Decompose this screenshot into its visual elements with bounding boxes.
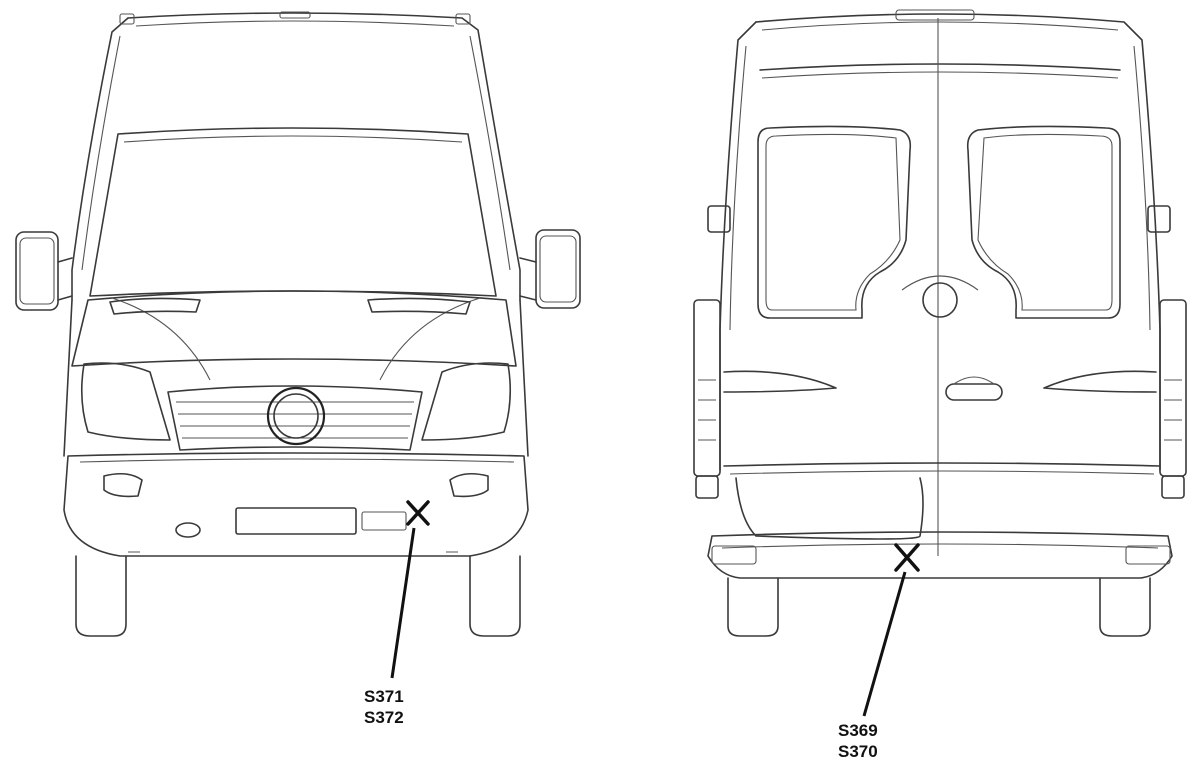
left-mirror [15, 231, 73, 311]
van-front-view [15, 11, 581, 637]
rear-callout-label: S369 S370 [838, 720, 878, 762]
right-rear-window [966, 125, 1121, 319]
right-mirror [519, 229, 581, 309]
rear-callout-code-1: S369 [838, 721, 878, 740]
callout-front-marker [406, 500, 430, 526]
front-callout-code-2: S372 [364, 708, 404, 727]
callout-front-leader [390, 527, 416, 679]
rear-callout-code-2: S370 [838, 742, 878, 761]
front-callout-label: S371 S372 [364, 686, 404, 728]
front-callout-code-1: S371 [364, 687, 404, 706]
left-rear-window [757, 125, 912, 319]
callout-rear-leader [862, 571, 907, 717]
van-rear-view [693, 9, 1187, 637]
callout-rear-marker [894, 543, 920, 572]
